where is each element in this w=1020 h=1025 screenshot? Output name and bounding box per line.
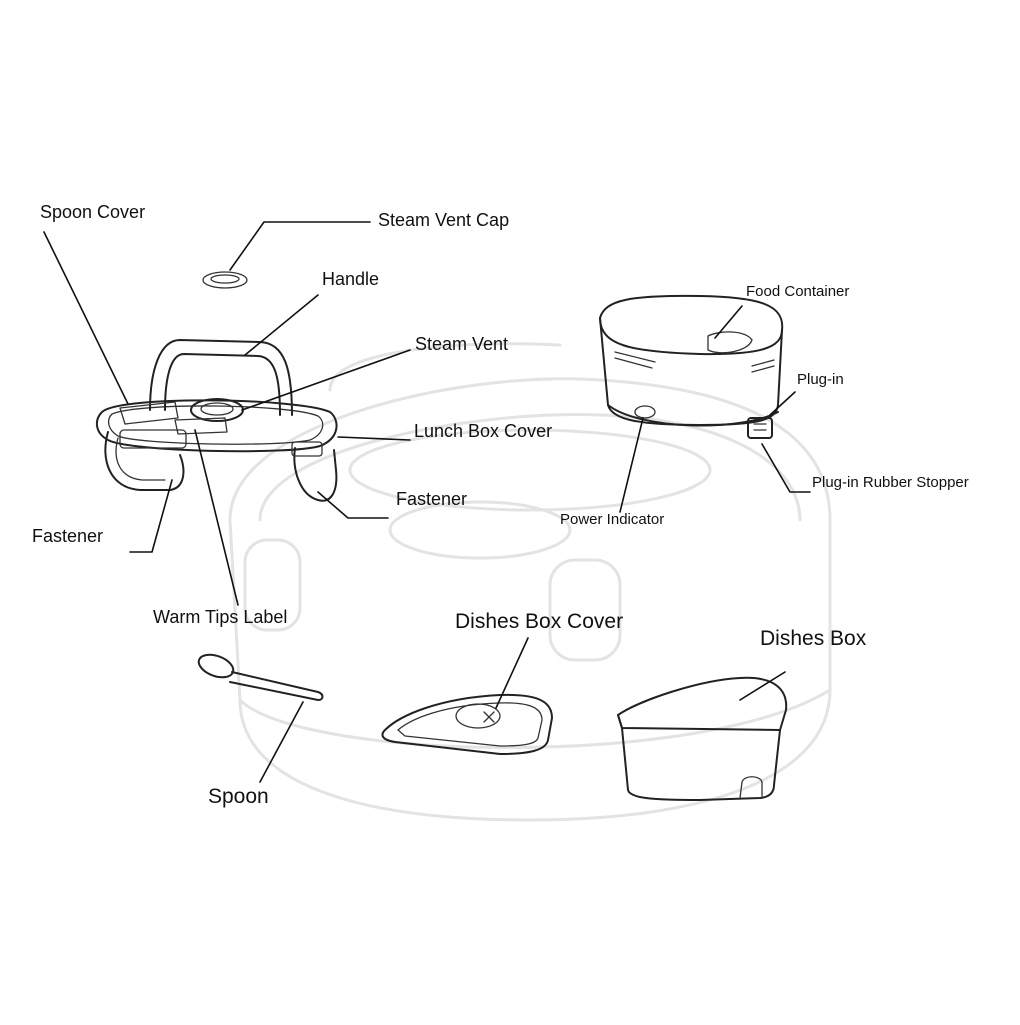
label-plug-in: Plug-in [797,371,844,388]
label-food-container: Food Container [746,283,850,300]
label-dishes-box: Dishes Box [760,627,867,650]
label-handle: Handle [322,269,380,289]
dishes-box-cover-part [381,693,553,755]
label-lunch-box-cover: Lunch Box Cover [414,421,553,441]
label-power-indicator: Power Indicator [560,511,665,528]
label-spoon: Spoon [208,785,269,808]
dishes-box-part [617,676,788,801]
leader-lines [43,221,811,783]
steam-vent-cap-part [202,271,248,289]
label-fastener-left: Fastener [32,526,104,546]
label-steam-vent: Steam Vent [415,334,509,354]
food-container-part [599,294,784,439]
background-assembled-box [228,342,832,822]
label-plug-in-rubber-stopper: Plug-in Rubber Stopper [812,474,969,491]
lunch-box-cover-part [95,339,338,502]
label-fastener-right: Fastener [396,489,468,509]
label-dishes-box-cover: Dishes Box Cover [455,610,624,633]
label-warm-tips: Warm Tips Label [153,607,288,627]
label-steam-vent-cap: Steam Vent Cap [378,210,510,230]
spoon-part [197,653,324,701]
label-spoon-cover: Spoon Cover [40,202,146,222]
